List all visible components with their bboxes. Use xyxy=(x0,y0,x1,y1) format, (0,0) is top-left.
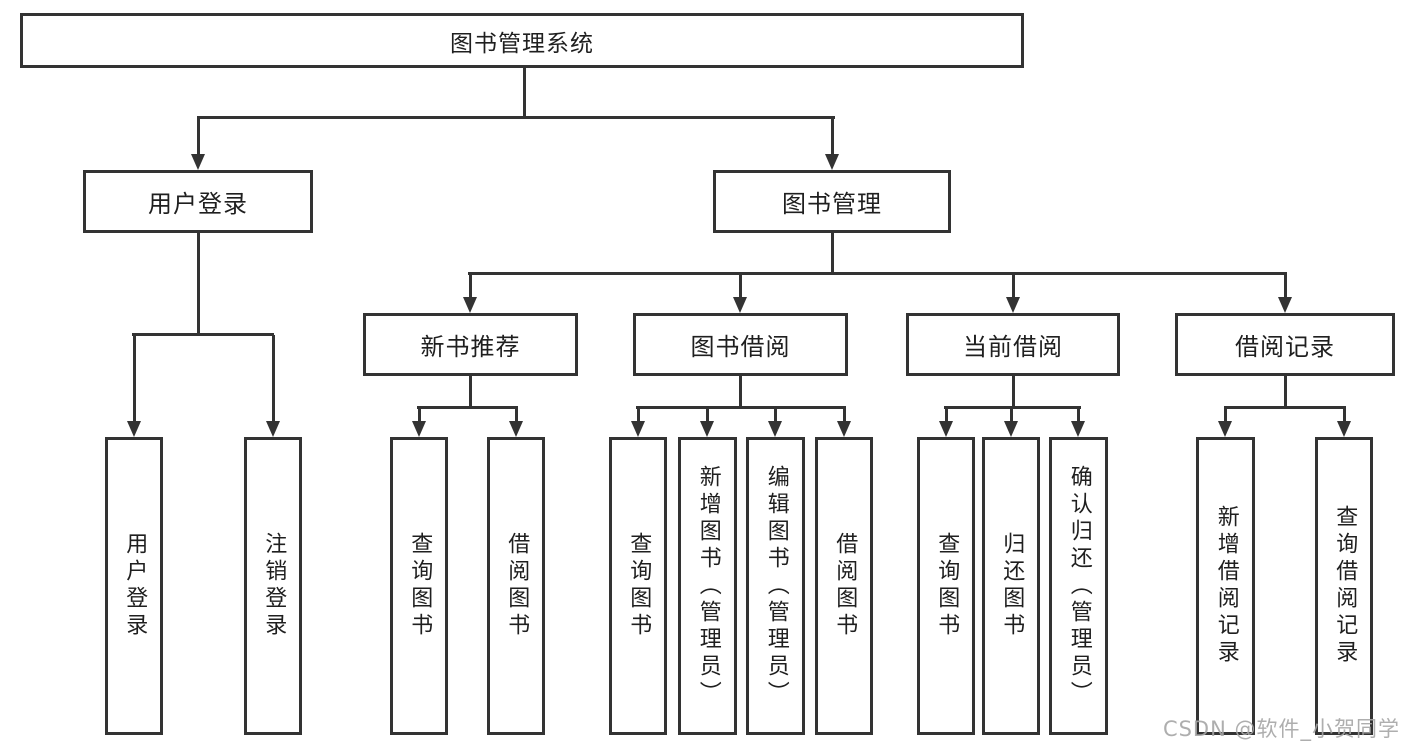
node-book-borrowing: 图书借阅 xyxy=(633,313,848,376)
node-root: 图书管理系统 xyxy=(20,13,1024,68)
arrowhead-down-icon xyxy=(700,421,714,437)
connector-line xyxy=(197,118,200,156)
connector-line xyxy=(1012,376,1015,408)
leaf-cb-confirm-return-admin: 确认归还（管理员） xyxy=(1049,437,1108,735)
node-new-book-recommend: 新书推荐 xyxy=(363,313,578,376)
connector-line xyxy=(468,272,1287,275)
csdn-watermark: CSDN @软件_小贺同学 xyxy=(1162,717,1400,741)
node-borrowing-records: 借阅记录 xyxy=(1175,313,1395,376)
connector-line xyxy=(417,406,518,409)
connector-line xyxy=(515,408,518,423)
connector-line xyxy=(1010,408,1013,423)
node-user-login-branch: 用户登录 xyxy=(83,170,313,233)
arrowhead-down-icon xyxy=(1006,297,1020,313)
leaf-bb-edit-books-admin: 编辑图书（管理员） xyxy=(746,437,805,735)
connector-line xyxy=(945,408,948,423)
connector-line xyxy=(843,408,846,423)
leaf-logout: 注销登录 xyxy=(244,437,302,735)
connector-line xyxy=(1284,376,1287,408)
connector-line xyxy=(1012,274,1015,299)
connector-line xyxy=(469,274,472,299)
connector-line xyxy=(1224,406,1346,409)
connector-line xyxy=(133,335,136,423)
connector-line xyxy=(272,335,275,423)
connector-line xyxy=(469,376,472,408)
connector-line xyxy=(944,406,1081,409)
leaf-cb-return-books: 归还图书 xyxy=(982,437,1040,735)
leaf-bb-query-books: 查询图书 xyxy=(609,437,667,735)
arrowhead-down-icon xyxy=(631,421,645,437)
connector-line xyxy=(197,233,200,335)
connector-line xyxy=(1224,408,1227,423)
leaf-bb-add-books-admin: 新增图书（管理员） xyxy=(678,437,737,735)
arrowhead-down-icon xyxy=(191,154,205,170)
arrowhead-down-icon xyxy=(1278,297,1292,313)
arrowhead-down-icon xyxy=(266,421,280,437)
arrowhead-down-icon xyxy=(939,421,953,437)
connector-line xyxy=(132,333,274,336)
arrowhead-down-icon xyxy=(1218,421,1232,437)
connector-line xyxy=(774,408,777,423)
leaf-br-add-record: 新增借阅记录 xyxy=(1196,437,1255,735)
arrowhead-down-icon xyxy=(127,421,141,437)
arrowhead-down-icon xyxy=(733,297,747,313)
arrowhead-down-icon xyxy=(509,421,523,437)
arrowhead-down-icon xyxy=(412,421,426,437)
connector-line xyxy=(418,408,421,423)
arrowhead-down-icon xyxy=(825,154,839,170)
arrowhead-down-icon xyxy=(1071,421,1085,437)
node-current-borrowing: 当前借阅 xyxy=(906,313,1120,376)
connector-line xyxy=(636,406,846,409)
arrowhead-down-icon xyxy=(1337,421,1351,437)
connector-line xyxy=(197,116,835,119)
arrowhead-down-icon xyxy=(1004,421,1018,437)
leaf-cb-query-books: 查询图书 xyxy=(917,437,975,735)
connector-line xyxy=(637,408,640,423)
connector-line xyxy=(706,408,709,423)
node-book-management: 图书管理 xyxy=(713,170,951,233)
leaf-user-login: 用户登录 xyxy=(105,437,163,735)
arrowhead-down-icon xyxy=(463,297,477,313)
leaf-nb-borrow-books: 借阅图书 xyxy=(487,437,545,735)
connector-line xyxy=(1343,408,1346,423)
arrowhead-down-icon xyxy=(768,421,782,437)
leaf-bb-borrow-books: 借阅图书 xyxy=(815,437,873,735)
connector-line xyxy=(831,233,834,274)
connector-line xyxy=(1284,274,1287,299)
arrowhead-down-icon xyxy=(837,421,851,437)
leaf-nb-query-books: 查询图书 xyxy=(390,437,448,735)
connector-line xyxy=(739,274,742,299)
connector-line xyxy=(1077,408,1080,423)
connector-line xyxy=(831,118,834,156)
leaf-br-query-record: 查询借阅记录 xyxy=(1315,437,1373,735)
connector-line xyxy=(739,376,742,408)
connector-line xyxy=(523,68,526,118)
